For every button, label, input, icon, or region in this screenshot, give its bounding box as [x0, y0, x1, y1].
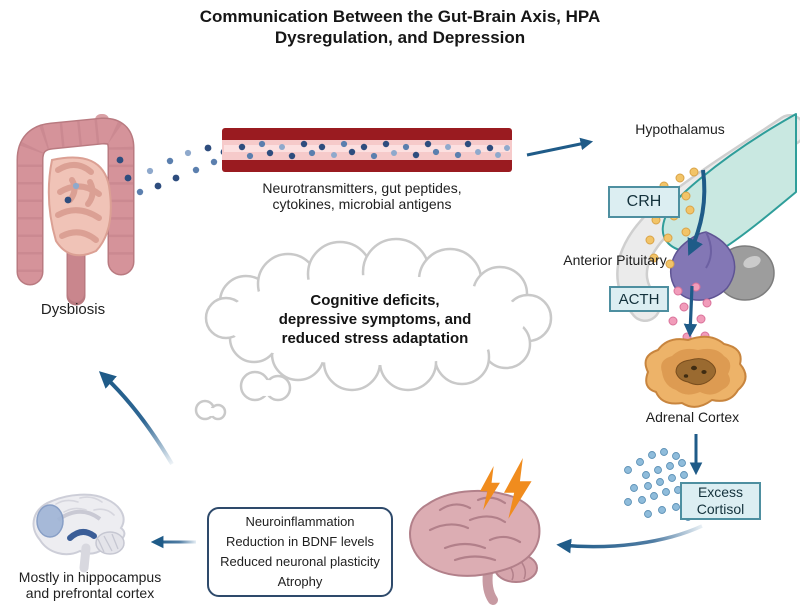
arrow-cortisol-to-brain	[556, 524, 703, 554]
blood-vessel-illustration	[222, 128, 512, 172]
excess-cortisol-tag: Excess Cortisol	[680, 482, 761, 520]
vessel-caption: Neurotransmitters, gut peptides, cytokin…	[262, 180, 462, 213]
effects-item: Reduction in BDNF levels	[225, 534, 375, 549]
effects-item: Atrophy	[277, 574, 323, 589]
dysbiosis-label: Dysbiosis	[40, 301, 106, 318]
effects-item: Reduced neuronal plasticity	[220, 554, 380, 569]
arrow-crh-to-pituitary	[687, 169, 707, 256]
acth-tag: ACTH	[609, 286, 669, 312]
anterior-pituitary-label: Anterior Pituitary	[563, 252, 667, 268]
stress-bolt-icon	[480, 458, 532, 519]
page-title: Communication Between the Gut-Brain Axis…	[199, 7, 601, 48]
hypothalamus-label: Hypothalamus	[635, 121, 725, 137]
brain-cross-section-illustration	[32, 493, 126, 573]
intestines-illustration	[16, 114, 135, 306]
crh-tag: CRH	[608, 186, 680, 218]
effects-box: Neuroinflammation Reduction in BDNF leve…	[207, 507, 393, 597]
brain-regions-note: Mostly in hippocampus and prefrontal cor…	[18, 569, 162, 602]
effects-item: Neuroinflammation	[245, 514, 355, 529]
adrenal-cortex-label: Adrenal Cortex	[645, 409, 740, 425]
brain-illustration	[409, 458, 541, 605]
arrow-vessel-to-hypothalamus	[526, 137, 594, 157]
thought-cloud	[194, 237, 553, 421]
adrenal-gland-illustration	[644, 335, 747, 408]
arrow-acth-to-adrenal	[683, 285, 698, 338]
arrow-brain-to-gut	[98, 371, 174, 466]
thought-cloud-text: Cognitive deficits, depressive symptoms,…	[278, 292, 472, 347]
